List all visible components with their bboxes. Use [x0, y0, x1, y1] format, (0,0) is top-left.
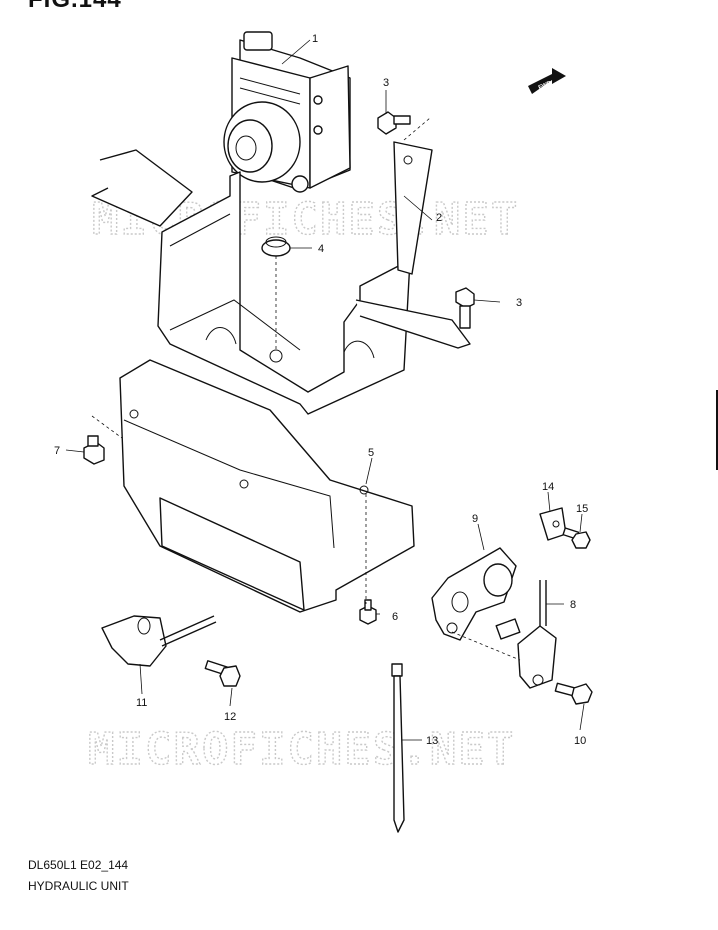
bolt-15 [562, 527, 591, 549]
bolt-3b [455, 287, 475, 329]
section-name: HYDRAULIC UNIT [28, 879, 129, 893]
callout-6: 6 [392, 611, 398, 623]
callout-8: 8 [570, 599, 576, 611]
callout-9: 9 [472, 513, 478, 525]
figure-title: FIG.144 [28, 0, 122, 14]
clamp-7 [83, 435, 105, 465]
page-edge-mark [716, 390, 718, 470]
fwd-arrow-icon: FWD [528, 68, 566, 94]
callout-2: 2 [436, 212, 442, 224]
front-speed-sensor [101, 615, 217, 667]
callout-12: 12 [224, 711, 236, 723]
bolt-10 [554, 682, 593, 705]
leader-lines [65, 39, 585, 741]
hydraulic-unit [223, 31, 351, 193]
callout-11: 11 [136, 697, 147, 709]
clamp-14 [539, 507, 567, 541]
rear-speed-sensor [495, 580, 557, 689]
assembly-lines [91, 117, 521, 661]
cover [119, 359, 415, 613]
callout-10: 10 [574, 735, 586, 747]
watermark-bottom: MICROFICHES.NET [88, 724, 515, 775]
bolt-6 [359, 599, 377, 625]
callout-4: 4 [318, 243, 324, 255]
callout-13: 13 [426, 735, 438, 747]
model-code: DL650L1 E02_144 [28, 858, 129, 872]
mounting-bracket [91, 141, 471, 415]
fwd-label: FWD [538, 80, 554, 91]
bolt-12 [204, 660, 241, 687]
sensor-bracket [431, 547, 517, 641]
callout-3a: 3 [383, 77, 389, 89]
callout-14: 14 [542, 481, 554, 493]
callout-7: 7 [54, 445, 60, 457]
callout-5: 5 [368, 447, 374, 459]
callout-1: 1 [312, 33, 318, 45]
bolt-3a [377, 111, 411, 135]
cable-tie [391, 663, 405, 833]
callout-15: 15 [576, 503, 588, 515]
callout-3b: 3 [516, 297, 522, 309]
